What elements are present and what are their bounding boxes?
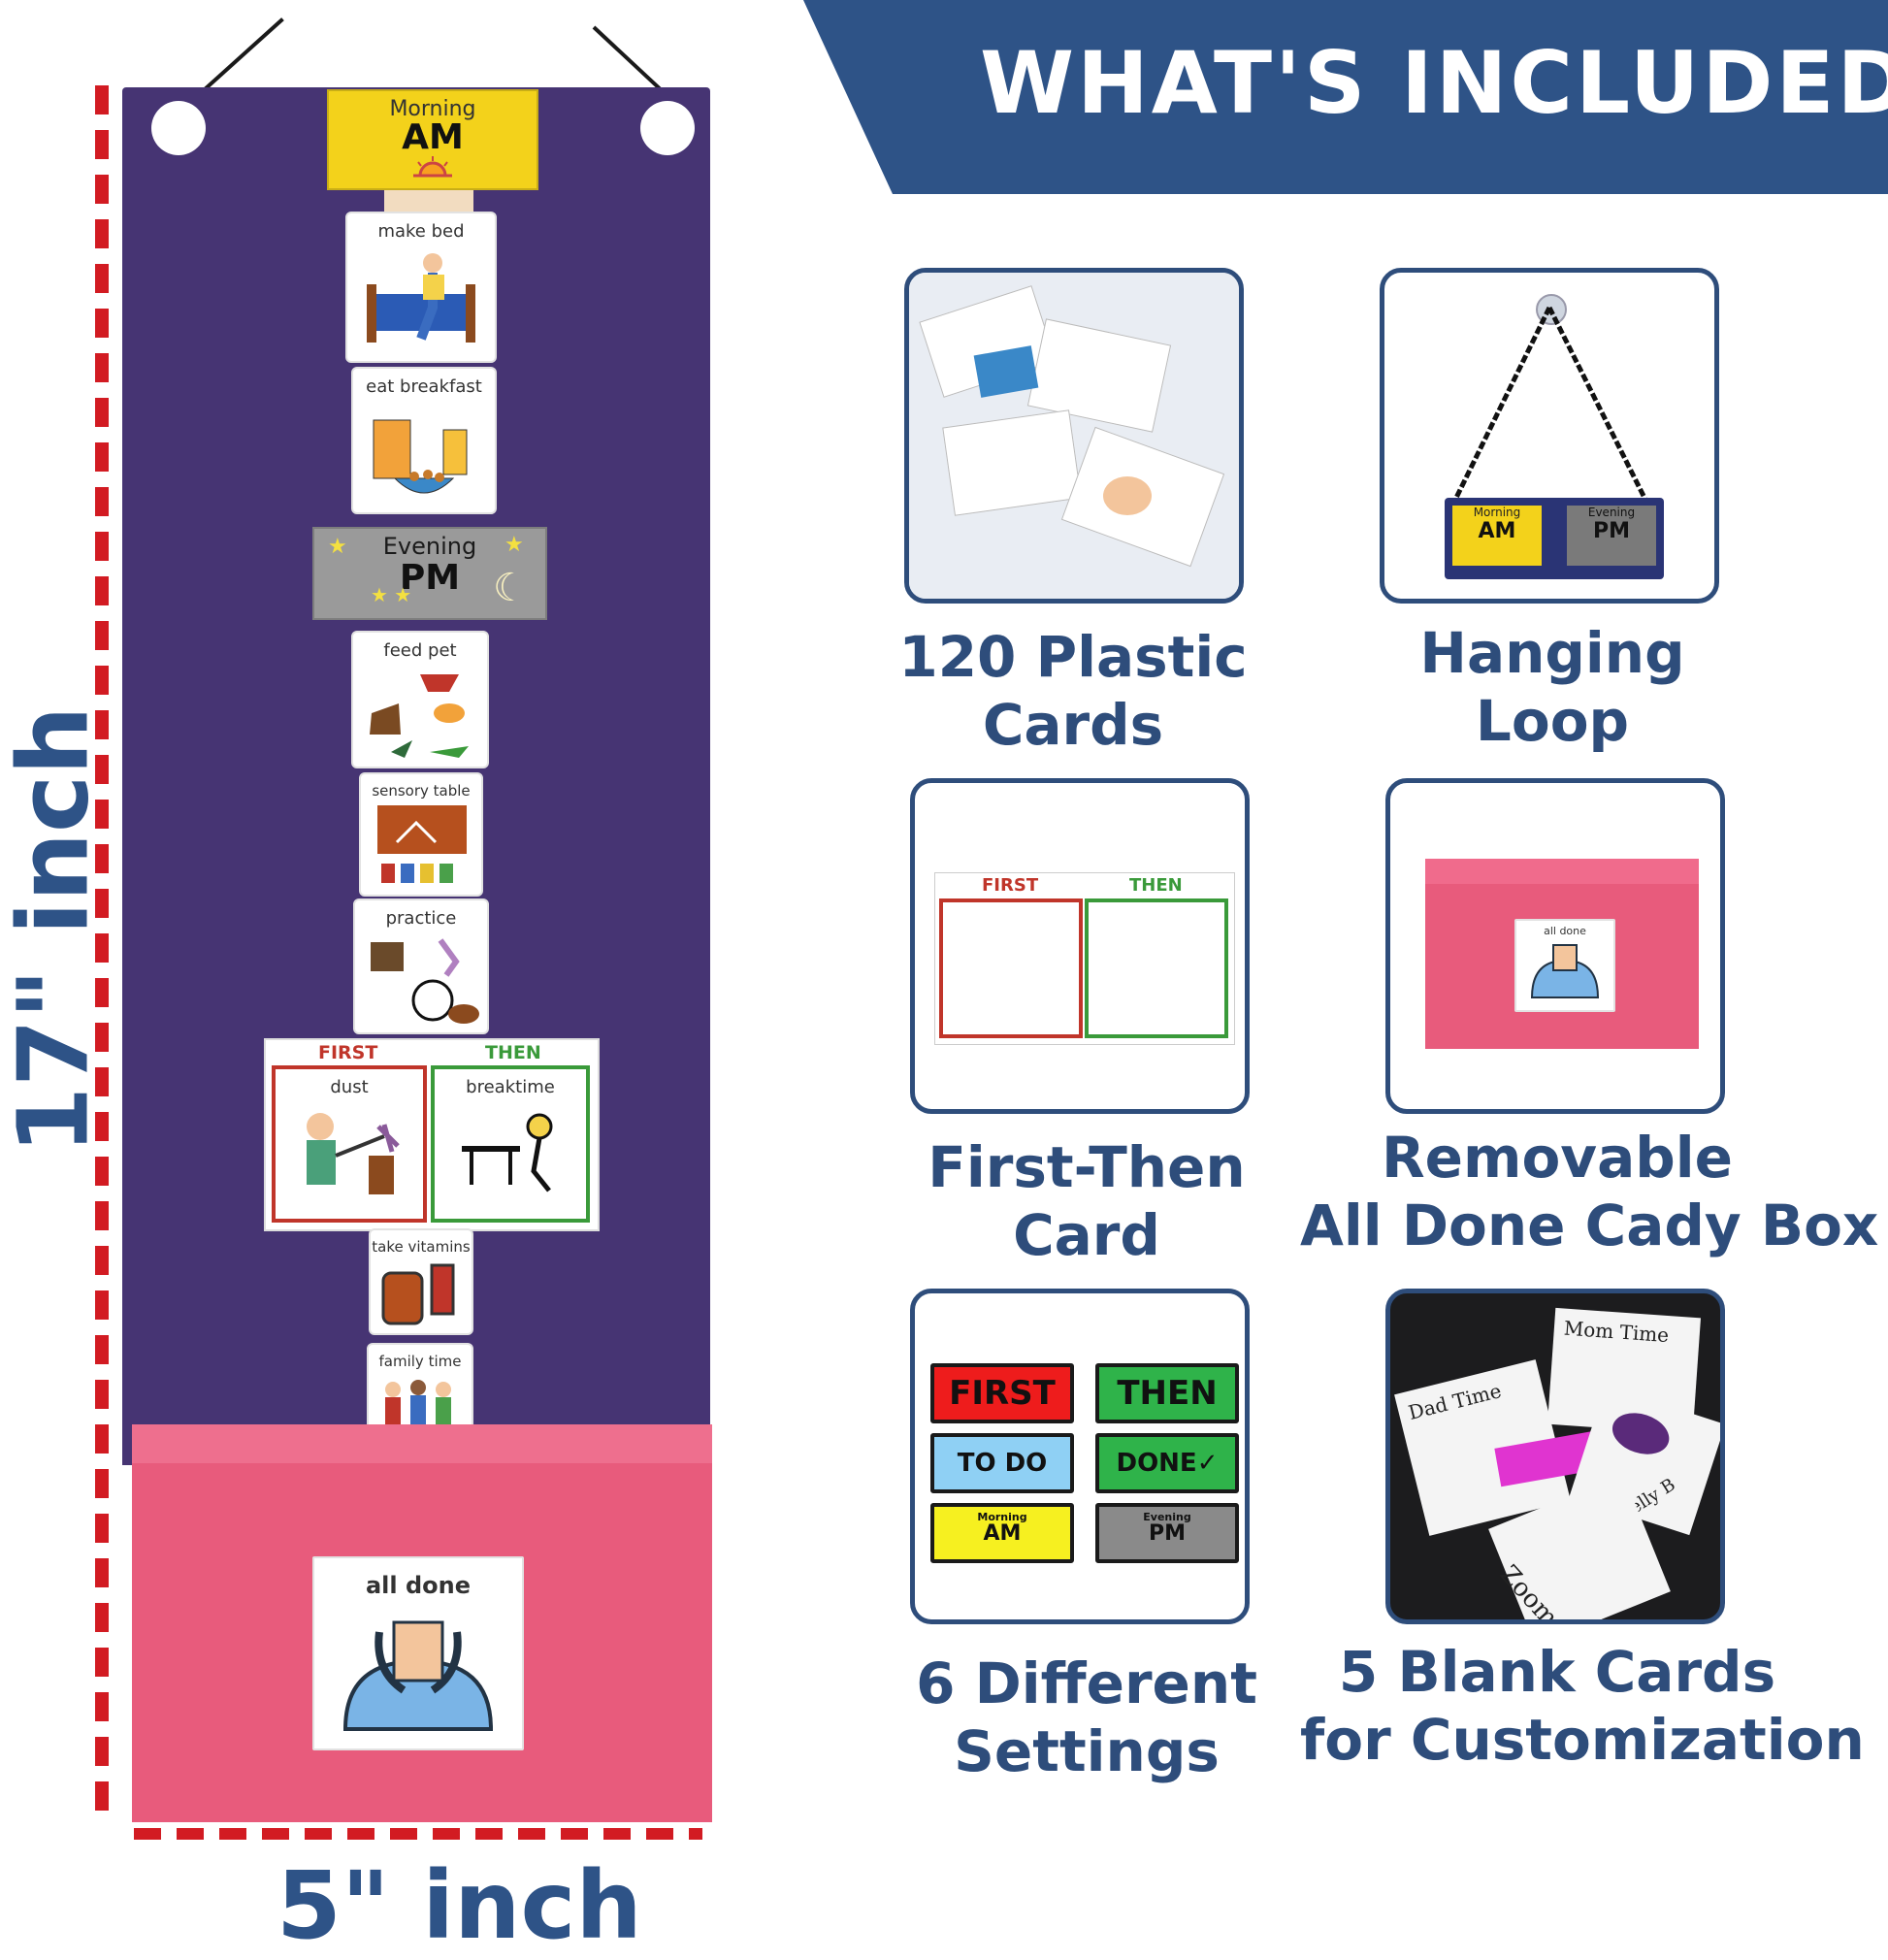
moon-icon: ☾	[493, 566, 528, 610]
then-slot: breaktime	[431, 1065, 590, 1223]
pet-icon	[370, 674, 469, 758]
morning-am-header: Morning AM	[327, 89, 538, 190]
item-all-done-box-image: all done	[1385, 778, 1725, 1114]
sensory-table-icon	[377, 805, 467, 883]
header-banner	[803, 0, 1888, 194]
height-dimension-label: 17" inch	[0, 705, 111, 1155]
item-plastic-cards-image	[904, 268, 1244, 604]
height-dimension-line	[95, 85, 109, 1813]
evening-pm-header: Evening PM ☾ ★ ★ ★ ★	[312, 527, 547, 620]
caption-all-done-box: Removable All Done Cady Box	[1300, 1125, 1879, 1258]
am-big-label: AM	[402, 117, 464, 157]
am-small-label: Morning	[389, 97, 476, 121]
all-done-card[interactable]: all done	[312, 1556, 524, 1750]
item-first-then-image: FIRST THEN	[910, 778, 1250, 1114]
width-dimension-label: 5" inch	[277, 1851, 642, 1960]
grommet-right	[640, 101, 695, 155]
all-done-hands-icon	[342, 1620, 494, 1731]
setting-pm: Evening PM	[1095, 1503, 1239, 1563]
setting-first: FIRST	[930, 1363, 1074, 1423]
schedule-card[interactable]: sensory table	[359, 772, 483, 897]
banner-title: WHAT'S INCLUDED	[980, 33, 1888, 133]
breaktime-icon	[462, 1113, 553, 1192]
card-tab	[384, 190, 473, 212]
caption-blank-cards: 5 Blank Cards for Customization	[1300, 1639, 1865, 1773]
loop-cord-icon	[1451, 306, 1649, 504]
schedule-card[interactable]: practice	[353, 898, 489, 1034]
width-dimension-line	[134, 1828, 702, 1840]
vitamins-icon	[381, 1263, 455, 1325]
stars-icon: ★	[328, 535, 347, 559]
practice-icon	[371, 938, 479, 1024]
item-blank-cards-image: Mom Time Dad Time Jelly B Zoom	[1385, 1289, 1725, 1624]
caption-plastic-cards: 120 Plastic Cards	[898, 624, 1248, 758]
caption-first-then: First-Then Card	[928, 1134, 1246, 1268]
breakfast-icon	[373, 419, 468, 494]
caption-settings: 6 Different Settings	[916, 1650, 1257, 1784]
mini-chart-icon: Morning AM Evening PM	[1445, 498, 1664, 579]
pocket-rim	[132, 1424, 712, 1463]
sunrise-icon	[413, 156, 452, 178]
first-then-card[interactable]: FIRST THEN dust breaktime	[264, 1038, 600, 1231]
setting-am: Morning AM	[930, 1503, 1074, 1563]
grommet-left	[151, 101, 206, 155]
setting-then: THEN	[1095, 1363, 1239, 1423]
stars-icon: ★	[505, 533, 524, 557]
pm-small-label: Evening	[382, 533, 477, 560]
setting-todo: TO DO	[930, 1433, 1074, 1493]
all-done-hands-icon	[1530, 944, 1600, 998]
checkmark-icon: ✓	[1196, 1449, 1219, 1478]
item-settings-image: FIRST THEN TO DO DONE✓ Morning AM Evenin…	[910, 1289, 1250, 1624]
caption-hanging-loop: Hanging Loop	[1419, 620, 1685, 754]
item-hanging-loop-image: Morning AM Evening PM	[1380, 268, 1719, 604]
dust-icon	[307, 1113, 400, 1194]
schedule-card[interactable]: eat breakfast	[351, 367, 497, 514]
setting-done: DONE✓	[1095, 1433, 1239, 1493]
stars-icon: ★ ★	[371, 583, 412, 606]
pm-big-label: PM	[399, 558, 461, 598]
then-slot	[1085, 898, 1228, 1038]
first-slot	[939, 898, 1083, 1038]
bed-icon	[367, 253, 475, 343]
schedule-card[interactable]: feed pet	[351, 631, 489, 768]
schedule-card[interactable]: make bed	[345, 212, 497, 363]
all-done-card: all done	[1514, 919, 1615, 1012]
first-slot: dust	[272, 1065, 427, 1223]
schedule-card[interactable]: take vitamins	[369, 1228, 473, 1335]
